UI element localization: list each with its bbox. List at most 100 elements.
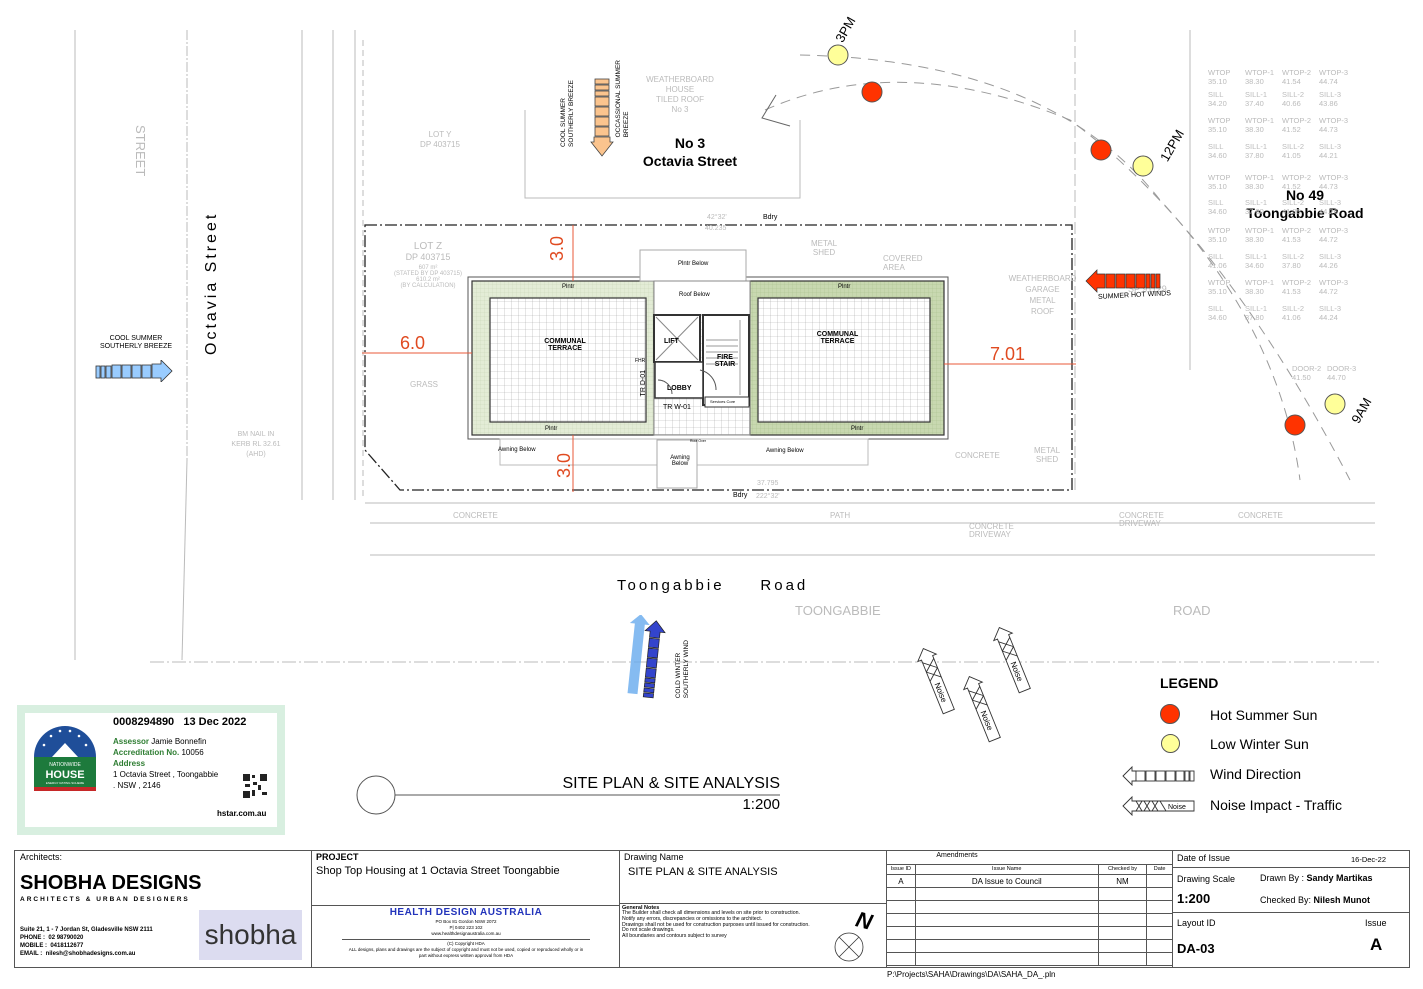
issue-value: A: [1370, 935, 1383, 954]
legend-wind-icon: [1122, 765, 1195, 787]
bearing-bottom: 222°32': [756, 493, 780, 500]
neighbour-no49-title: No 49 Toongabbie Road: [1230, 186, 1380, 222]
amendments-cell: [914, 900, 1099, 914]
legend-hot-sun-icon: [1160, 704, 1180, 724]
layout-id-label: Layout ID: [1177, 918, 1216, 928]
amendments-header-cell: Issue Name: [914, 864, 1099, 875]
email-row: EMAIL : nilesh@shobhadesigns.com.au: [20, 951, 135, 957]
benchmark-label: BM NAIL IN KERB RL 32.61 (AHD): [224, 430, 288, 460]
phone-value: 02 98790020: [48, 935, 84, 941]
tr-d01-label: TR D-01: [640, 370, 647, 397]
services-core-label: Services Core: [710, 399, 736, 404]
services-core: [704, 396, 750, 408]
address-label: Address: [113, 759, 146, 768]
email-value: nilesh@shobhadesigns.com.au: [45, 951, 136, 957]
tr-door-swing: [657, 379, 673, 395]
general-note: All boundaries and contours subject to s…: [622, 933, 727, 940]
concrete-label: CONCRETE: [955, 451, 1000, 460]
date-of-issue-value: 16-Dec-22: [1351, 855, 1387, 864]
no3-description: WEATHERBOARD HOUSE TILED ROOF No 3: [645, 75, 715, 115]
right-communal-terrace: [757, 297, 931, 423]
amendments-cell: [1146, 900, 1173, 914]
setback-left: 6.0: [400, 333, 426, 353]
distance-bottom: 37.795: [757, 480, 779, 487]
awning-below-label: Awning Below: [766, 448, 804, 454]
legend-noise-label: Noise Impact - Traffic: [1210, 797, 1343, 813]
road-ghost-1: TOONGABBIE: [795, 603, 881, 618]
address-line-1: 1 Octavia Street , Toongabbie: [113, 770, 219, 779]
sp-label: SP 91129: [1128, 284, 1167, 294]
wind-label-line: SOUTHERLY BREEZE: [568, 80, 575, 147]
project-name: Shop Top Housing at 1 Octavia Street Too…: [316, 865, 560, 877]
amendments-header-cell: Date: [1146, 864, 1173, 875]
octavia-street-lines: [74, 30, 364, 661]
amendments-header-cell: Issue ID: [887, 864, 916, 875]
garage-line: METAL: [1029, 296, 1056, 305]
drawing-scale-value: 1:200: [1177, 891, 1211, 906]
phone-label: PHONE :: [20, 935, 46, 941]
hda-copyright: (C) Copyright HDA: [447, 941, 485, 946]
lobby-label: LOBBY: [667, 385, 692, 392]
street-ghost-label: STREET: [133, 125, 148, 177]
assessor-row: Assessor Jamie Bonnefin: [113, 737, 206, 746]
general-note: Do not scale drawings.: [622, 927, 675, 934]
accreditation-row: Accreditation No. 10056: [113, 748, 204, 757]
lift-label: LIFT: [664, 338, 679, 345]
amendments-cell: [1146, 939, 1173, 953]
amendments-cell: [1146, 926, 1173, 940]
no3-line1: No 3: [674, 135, 706, 151]
drawing-scale-label: Drawing Scale: [1177, 874, 1236, 884]
amendments-cell: [1146, 952, 1173, 966]
lot-z-dp: DP 403715: [405, 252, 451, 262]
amendments-cell: [1097, 939, 1148, 953]
email-label: EMAIL :: [20, 951, 43, 957]
amendments-cell: [914, 952, 1099, 966]
amendments-row: [887, 900, 1173, 914]
distance-top: 40.235: [705, 225, 727, 232]
covered-area-label: COVERED AREA: [883, 254, 923, 272]
hda-divider: [342, 939, 590, 940]
layout-id-value: DA-03: [1177, 941, 1215, 956]
assessor-label: Assessor: [113, 737, 150, 746]
metal-shed-label: METAL SHED: [810, 239, 838, 257]
wind-arrow-cool-summer-west: [95, 360, 173, 382]
lot-y-dp: DP 403715: [420, 140, 460, 149]
planter-below-label: Plntr Below: [678, 261, 709, 267]
sun-markers: [827, 44, 1346, 436]
legend-wind-label: Wind Direction: [1210, 766, 1302, 782]
title-block: [14, 850, 1410, 968]
legend-noise-text: Noise: [1168, 804, 1186, 811]
date-divider: [1173, 867, 1410, 868]
driveway-label: CONCRETE DRIVEWAY: [969, 522, 1014, 539]
roof-below-label: Roof Below: [679, 292, 710, 298]
lot-z-area-stated-note: (STATED BY DP 403715): [394, 271, 462, 277]
stair-treads: [706, 320, 741, 395]
project-divider: [312, 905, 620, 906]
planter-label: Plntr: [562, 284, 575, 290]
setback-right: 7.01: [990, 344, 1026, 364]
amendments-cell: [887, 939, 916, 953]
wind-label-line: COOL SUMMER: [560, 98, 567, 147]
amendments-cell: [1146, 874, 1173, 888]
